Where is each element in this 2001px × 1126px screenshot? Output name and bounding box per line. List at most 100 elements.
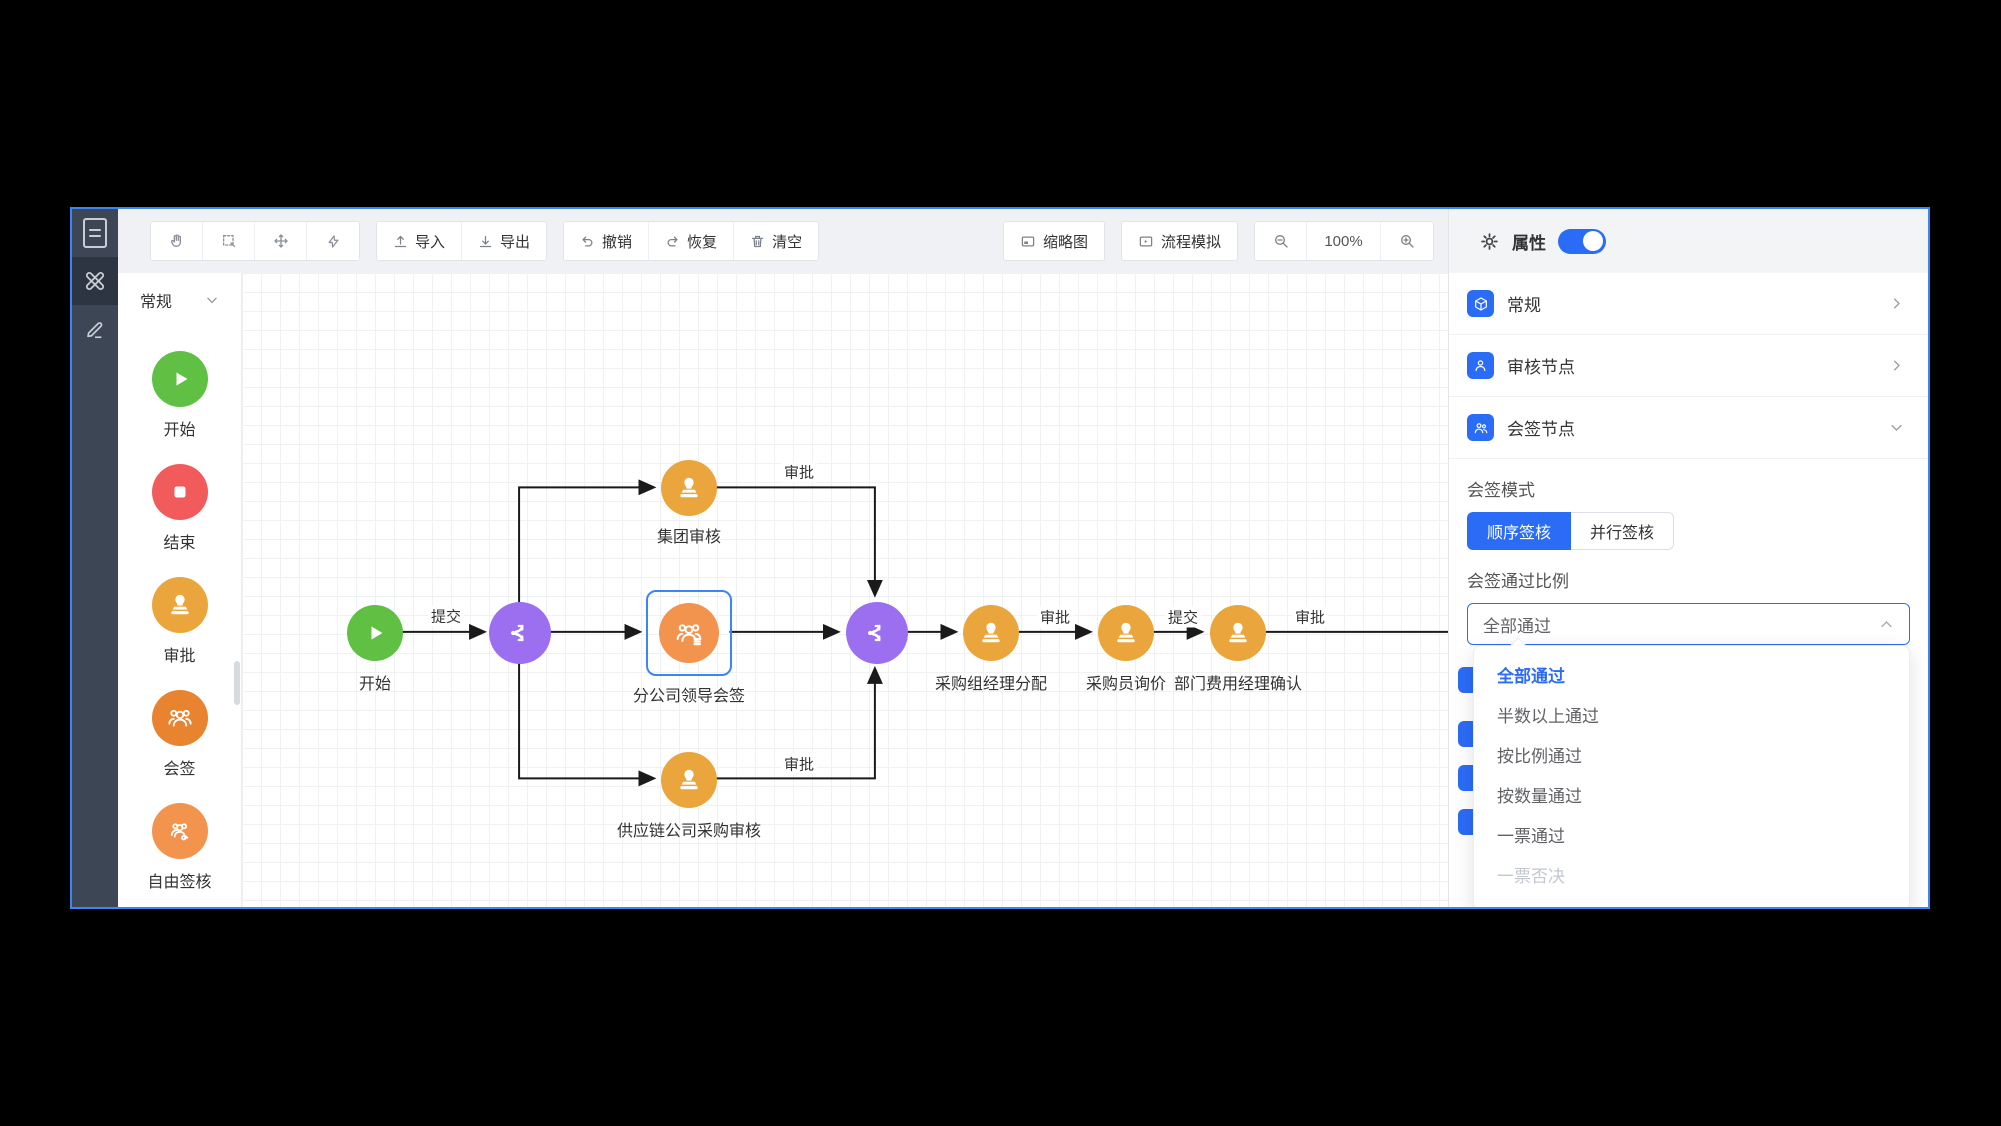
dropdown-option-count-pass[interactable]: 按数量通过 [1497, 787, 1582, 806]
flow-edges [402, 479, 1448, 787]
node-palette-icon[interactable] [72, 257, 118, 305]
io-group: 导入 导出 [376, 221, 548, 261]
gear-icon [1481, 232, 1498, 250]
edge-label: 审批 [1036, 606, 1074, 628]
history-group: 撤销 恢复 清空 [563, 221, 820, 261]
sequential-sign-button[interactable]: 顺序签核 [1467, 512, 1572, 550]
zoom-in-button[interactable] [1381, 222, 1433, 260]
dropdown-option-one-vote-veto[interactable]: 一票否决 [1497, 867, 1565, 886]
section-general[interactable]: 常规 [1449, 273, 1928, 335]
tool-rail [72, 209, 118, 907]
sign-mode-label: 会签模式 [1467, 481, 1535, 500]
section-review-node[interactable]: 审核节点 [1449, 335, 1928, 397]
import-button[interactable]: 导入 [377, 222, 463, 260]
chevron-right-icon [1893, 360, 1900, 371]
palette-item-end[interactable]: 结束 [118, 464, 241, 553]
edge-label: 提交 [1164, 606, 1202, 628]
countersign-icon [676, 624, 702, 646]
palette-item-approve[interactable]: 审批 [118, 577, 241, 666]
redo-button[interactable]: 恢复 [649, 222, 735, 260]
marquee-select-button[interactable] [203, 222, 255, 260]
crossed-nodes-icon [85, 271, 105, 291]
palette-item-label: 结束 [163, 535, 196, 552]
flow-node-buyer-inquiry[interactable] [1098, 605, 1154, 661]
stamp-icon [680, 477, 698, 498]
edge-label: 审批 [1291, 606, 1329, 628]
node-label: 分公司领导会签 [632, 688, 746, 705]
undo-label: 撤销 [602, 233, 633, 251]
properties-header: 属性 [1448, 209, 1928, 273]
chevron-up-icon [1881, 620, 1892, 627]
countersign-settings: 会签模式 顺序签核 并行签核 会签通过比例 全部通过 [1449, 476, 1928, 645]
free-sign-node-icon [151, 803, 208, 859]
palette-item-label: 自由签核 [147, 874, 212, 891]
properties-toggle[interactable] [1558, 228, 1606, 254]
move-tool-button[interactable] [255, 222, 307, 260]
flow-node-supply-chain-review[interactable] [661, 752, 717, 808]
start-node-icon [151, 351, 208, 407]
dropdown-option-all-pass[interactable]: 全部通过 [1497, 667, 1565, 686]
edge-label: 审批 [780, 461, 818, 483]
flow-node-group-review[interactable] [661, 460, 717, 516]
pan-tool-button[interactable] [151, 222, 203, 260]
simulate-group: 流程模拟 [1120, 221, 1238, 261]
flow-node-dept-expense-confirm[interactable] [1210, 605, 1266, 661]
simulate-button[interactable]: 流程模拟 [1121, 222, 1237, 260]
section-countersign-node[interactable]: 会签节点 [1449, 397, 1928, 459]
parallel-sign-button[interactable]: 并行签核 [1571, 512, 1675, 550]
palette-item-label: 会签 [163, 761, 196, 778]
lightning-icon [328, 234, 338, 248]
dropdown-option-ratio-pass[interactable]: 按比例通过 [1497, 747, 1582, 766]
palette-category-label: 常规 [140, 294, 173, 311]
clear-button[interactable]: 清空 [734, 222, 819, 260]
import-label: 导入 [415, 233, 446, 251]
palette-scrollbar[interactable] [234, 661, 240, 705]
edge-label: 审批 [780, 753, 818, 775]
properties-panel: 常规 审核节点 会签节点 会签模式 顺序签核 并行签核 会签通过比例 [1448, 273, 1928, 907]
toolbar: 导入 导出 撤销 恢复 清空 缩略 [118, 209, 1448, 273]
palette-item-free-sign[interactable]: 自由签核 [118, 803, 241, 892]
move-crosshair-icon [273, 234, 288, 248]
sign-mode-segmented: 顺序签核 并行签核 [1467, 512, 1910, 550]
quick-edge-button[interactable] [307, 222, 359, 260]
node-label: 开始 [358, 676, 392, 693]
simulate-label: 流程模拟 [1160, 233, 1221, 251]
export-label: 导出 [500, 233, 531, 251]
flow-node-start[interactable] [347, 605, 403, 661]
marquee-select-icon [222, 235, 235, 247]
upload-icon [394, 235, 407, 247]
pass-ratio-value: 全部通过 [1483, 616, 1551, 636]
palette-item-countersign[interactable]: 会签 [118, 690, 241, 779]
minimap-button[interactable]: 缩略图 [1003, 222, 1104, 260]
simulate-icon [1139, 236, 1153, 246]
form-panel-icon[interactable] [72, 209, 118, 257]
flow-node-gateway-split[interactable] [489, 602, 551, 664]
palette-item-start[interactable]: 开始 [118, 351, 241, 440]
flow-node-purchase-manager-assign[interactable] [963, 605, 1019, 661]
person-icon [1467, 352, 1494, 379]
flow-node-gateway-join[interactable] [846, 602, 908, 664]
download-icon [479, 235, 492, 247]
node-palette: 常规 开始 结束 审批 [118, 273, 242, 907]
edge-label: 提交 [427, 605, 465, 627]
zoom-group: 100% [1254, 221, 1434, 261]
hand-icon [170, 234, 181, 248]
redo-icon [667, 236, 678, 246]
pass-ratio-select[interactable]: 全部通过 [1467, 603, 1910, 645]
palette-category-header[interactable]: 常规 [118, 273, 241, 327]
properties-title: 属性 [1512, 233, 1546, 253]
undo-button[interactable]: 撤销 [564, 222, 650, 260]
workflow-designer-window: 导入 导出 撤销 恢复 清空 缩略 [70, 207, 1930, 909]
flow-canvas[interactable]: 开始 集团审核 分公司领导会签 供应链公司采购审核 采购组经理分配 采购员询价 … [242, 273, 1448, 907]
pencil-icon [87, 322, 103, 339]
zoom-out-button[interactable] [1255, 222, 1307, 260]
edit-pencil-icon[interactable] [72, 305, 118, 353]
export-button[interactable]: 导出 [462, 222, 547, 260]
end-node-icon [151, 464, 208, 520]
dropdown-option-one-vote-pass[interactable]: 一票通过 [1497, 827, 1565, 846]
undo-icon [582, 236, 593, 246]
flow-node-branch-leader-countersign[interactable] [659, 603, 719, 663]
section-label: 会签节点 [1507, 420, 1575, 439]
zoom-level-value[interactable]: 100% [1307, 222, 1381, 260]
dropdown-option-majority-pass[interactable]: 半数以上通过 [1497, 707, 1599, 726]
